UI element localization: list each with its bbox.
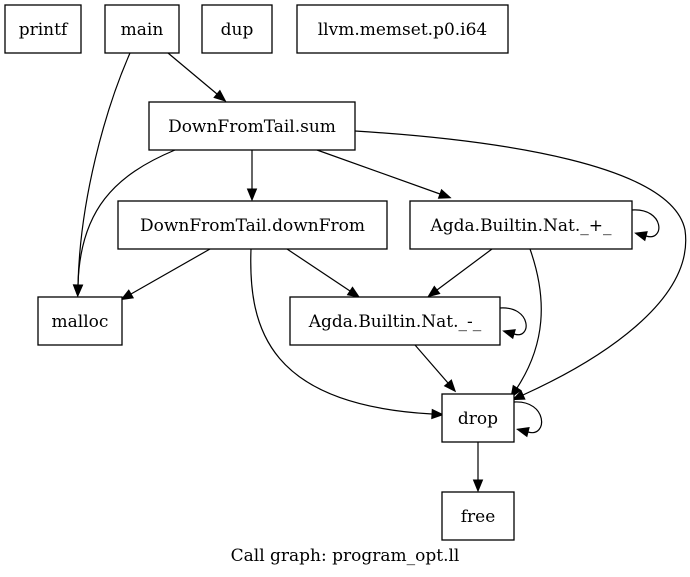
node-box: [4, 4, 82, 54]
node-downFrom[interactable]: DownFromTail.downFrom: [117, 200, 388, 250]
node-box: [117, 200, 388, 250]
edges-layer: [72, 52, 687, 493]
edge-sum-to-plus: [316, 149, 452, 199]
arrow-head: [443, 379, 457, 393]
node-box: [409, 200, 633, 250]
arrow-head: [437, 188, 452, 199]
edge-downFrom-to-drop: [250, 248, 445, 420]
arrow-head: [502, 329, 516, 340]
edge-sum-to-malloc: [72, 149, 176, 298]
node-box: [148, 101, 356, 151]
node-label: DownFromTail.downFrom: [140, 216, 365, 236]
node-box: [37, 296, 123, 346]
arrow-head: [246, 188, 258, 202]
node-label: printf: [19, 20, 69, 40]
arrow-head: [213, 89, 227, 102]
edge-minus-to-drop: [414, 344, 457, 393]
node-drop[interactable]: drop: [441, 393, 515, 443]
nodes-layer: printf main dup llvm.memset.p0.i64DownFromT…: [4, 4, 633, 541]
node-box: [201, 4, 273, 54]
graph-caption: Call graph: program_opt.ll: [231, 546, 460, 566]
node-label: malloc: [52, 312, 109, 332]
node-label: DownFromTail.sum: [168, 117, 336, 137]
arrow-head: [120, 289, 135, 301]
node-label: main: [121, 20, 164, 40]
arrow-head: [472, 479, 484, 493]
edge-sum-to-drop: [354, 130, 687, 401]
node-free[interactable]: free: [441, 491, 515, 541]
node-main[interactable]: main: [104, 4, 180, 54]
node-memset[interactable]: llvm.memset.p0.i64: [296, 4, 509, 54]
node-plus[interactable]: Agda.Builtin.Nat._+_: [409, 200, 633, 250]
edge-drop-to-free: [472, 442, 484, 493]
node-printf[interactable]: printf: [4, 4, 82, 54]
arrow-head: [431, 408, 445, 420]
node-sum[interactable]: DownFromTail.sum: [148, 101, 356, 151]
arrow-head: [516, 427, 530, 438]
node-box: [441, 491, 515, 541]
node-box: [104, 4, 180, 54]
node-label: Agda.Builtin.Nat._-_: [308, 312, 482, 332]
arrow-head: [427, 285, 441, 298]
edge-downFrom-to-minus: [286, 248, 361, 298]
edge-plus-to-plus: [631, 209, 660, 242]
edge-plus-to-minus: [427, 248, 493, 298]
node-malloc[interactable]: malloc: [37, 296, 123, 346]
node-minus[interactable]: Agda.Builtin.Nat._-_: [289, 296, 501, 346]
node-box: [441, 393, 515, 443]
edge-sum-to-downFrom: [246, 150, 258, 202]
node-dup[interactable]: dup: [201, 4, 273, 54]
arrow-head: [346, 286, 361, 298]
edge-main-to-malloc: [72, 52, 131, 298]
edge-downFrom-to-malloc: [120, 248, 211, 301]
node-label: Agda.Builtin.Nat._+_: [429, 216, 612, 236]
node-label: drop: [458, 409, 498, 429]
node-label: llvm.memset.p0.i64: [318, 20, 488, 40]
node-box: [289, 296, 501, 346]
node-label: dup: [221, 20, 254, 40]
node-label: free: [461, 507, 496, 527]
arrow-head: [72, 284, 84, 298]
arrow-head: [511, 390, 526, 401]
edge-minus-to-minus: [499, 307, 527, 340]
node-box: [296, 4, 509, 54]
arrow-head: [634, 231, 648, 242]
edge-drop-to-drop: [513, 401, 543, 438]
edge-main-to-sum: [167, 52, 227, 102]
